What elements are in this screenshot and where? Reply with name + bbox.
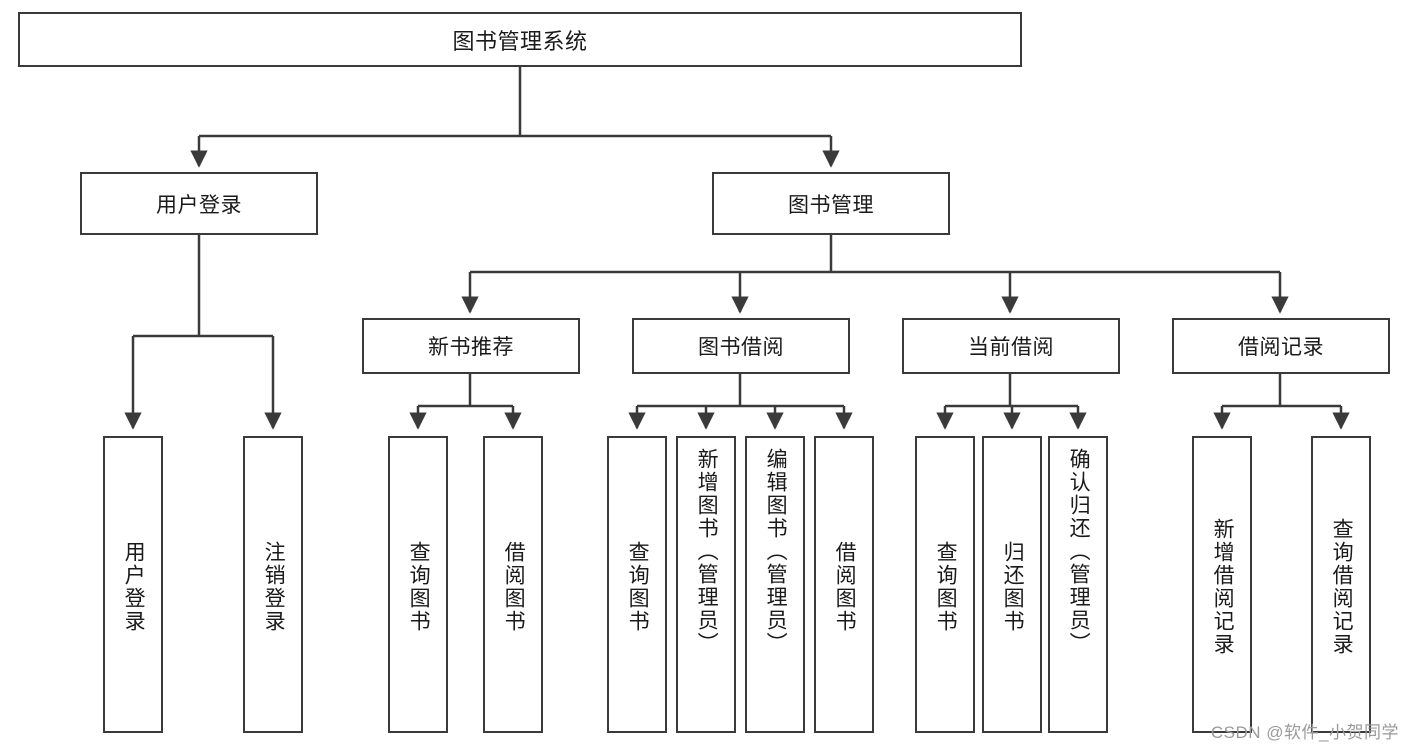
leaf-book-borrow-1[interactable]: 查询图书 xyxy=(607,436,667,733)
leaf-book-borrow-2-label: 新增图书（管理员） xyxy=(695,448,719,655)
leaf-new-book-1-inner: 查询图书 xyxy=(390,442,446,731)
leaf-user-login-1[interactable]: 用户登录 xyxy=(103,436,163,733)
node-borrow-record[interactable]: 借阅记录 xyxy=(1172,318,1390,374)
leaf-borrow-record-2-label: 查询借阅记录 xyxy=(1330,517,1354,656)
leaf-user-login-2-inner: 注销登录 xyxy=(245,442,301,731)
node-book-management-label: 图书管理 xyxy=(788,193,874,217)
node-current-borrow-label: 当前借阅 xyxy=(968,336,1054,359)
leaf-book-borrow-3[interactable]: 编辑图书（管理员） xyxy=(745,436,805,733)
leaf-book-borrow-3-inner: 编辑图书（管理员） xyxy=(747,442,803,737)
node-user-login[interactable]: 用户登录 xyxy=(80,172,318,235)
node-book-borrow-label: 图书借阅 xyxy=(698,336,784,359)
node-current-borrow[interactable]: 当前借阅 xyxy=(902,318,1120,374)
node-borrow-record-label: 借阅记录 xyxy=(1238,336,1324,359)
leaf-book-borrow-2[interactable]: 新增图书（管理员） xyxy=(676,436,736,733)
node-user-login-label: 用户登录 xyxy=(156,193,242,217)
leaf-borrow-record-1[interactable]: 新增借阅记录 xyxy=(1192,436,1252,733)
node-root-label: 图书管理系统 xyxy=(452,28,588,54)
leaf-new-book-2[interactable]: 借阅图书 xyxy=(483,436,543,733)
leaf-borrow-record-2-inner: 查询借阅记录 xyxy=(1313,442,1369,731)
leaf-user-login-1-label: 用户登录 xyxy=(122,540,146,633)
leaf-current-borrow-1-label: 查询图书 xyxy=(934,540,958,633)
leaf-current-borrow-1[interactable]: 查询图书 xyxy=(915,436,975,733)
leaf-current-borrow-2-label: 归还图书 xyxy=(1001,540,1025,633)
leaf-user-login-2[interactable]: 注销登录 xyxy=(243,436,303,733)
leaf-book-borrow-4-inner: 借阅图书 xyxy=(816,442,872,731)
leaf-new-book-1[interactable]: 查询图书 xyxy=(388,436,448,733)
node-new-book-recommend[interactable]: 新书推荐 xyxy=(362,318,580,374)
node-book-borrow[interactable]: 图书借阅 xyxy=(632,318,850,374)
leaf-book-borrow-1-label: 查询图书 xyxy=(626,540,650,633)
leaf-borrow-record-1-label: 新增借阅记录 xyxy=(1211,517,1235,656)
leaf-borrow-record-1-inner: 新增借阅记录 xyxy=(1194,442,1250,731)
csdn-watermark: CSDN @软件_小贺同学 xyxy=(1210,723,1399,742)
node-new-book-recommend-label: 新书推荐 xyxy=(428,336,514,359)
leaf-user-login-1-inner: 用户登录 xyxy=(105,442,161,731)
leaf-current-borrow-1-inner: 查询图书 xyxy=(917,442,973,731)
leaf-book-borrow-2-inner: 新增图书（管理员） xyxy=(678,442,734,737)
leaf-current-borrow-3-label: 确认归还（管理员） xyxy=(1067,448,1091,655)
leaf-user-login-2-label: 注销登录 xyxy=(262,540,286,633)
leaf-current-borrow-2[interactable]: 归还图书 xyxy=(982,436,1042,733)
leaf-borrow-record-2[interactable]: 查询借阅记录 xyxy=(1311,436,1371,733)
leaf-new-book-2-inner: 借阅图书 xyxy=(485,442,541,731)
leaf-new-book-2-label: 借阅图书 xyxy=(502,540,526,633)
leaf-book-borrow-3-label: 编辑图书（管理员） xyxy=(764,448,788,655)
leaf-book-borrow-4[interactable]: 借阅图书 xyxy=(814,436,874,733)
node-root[interactable]: 图书管理系统 xyxy=(18,12,1022,67)
leaf-book-borrow-4-label: 借阅图书 xyxy=(833,540,857,633)
leaf-current-borrow-3[interactable]: 确认归还（管理员） xyxy=(1048,436,1108,733)
leaf-book-borrow-1-inner: 查询图书 xyxy=(609,442,665,731)
leaf-new-book-1-label: 查询图书 xyxy=(407,540,431,633)
node-book-management[interactable]: 图书管理 xyxy=(712,172,950,235)
leaf-current-borrow-2-inner: 归还图书 xyxy=(984,442,1040,731)
leaf-current-borrow-3-inner: 确认归还（管理员） xyxy=(1050,442,1106,737)
